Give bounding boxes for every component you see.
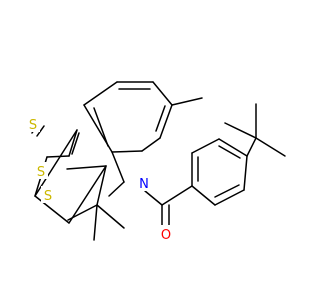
bond [93, 107, 109, 147]
atom-label: N [139, 177, 149, 192]
atom-sulfur-ring-2: S [41, 186, 55, 204]
bond [214, 184, 240, 198]
atom-label: S [44, 189, 52, 204]
bond [224, 122, 257, 139]
bonds [31, 81, 286, 241]
bond [161, 185, 193, 206]
bond [71, 132, 80, 155]
bond [171, 97, 203, 106]
bond [67, 204, 98, 221]
bond [191, 185, 216, 206]
bond [191, 138, 220, 154]
bond [83, 81, 118, 106]
bond [255, 137, 286, 157]
bond [218, 145, 241, 159]
bond [36, 125, 45, 137]
atom-labels: S S S N O [26, 115, 174, 243]
bond [96, 204, 125, 229]
molecule-structure: S S S N O [26, 81, 286, 243]
bond [152, 81, 173, 106]
bond [66, 165, 107, 170]
bond [218, 138, 248, 157]
bond [93, 204, 98, 241]
bond [111, 150, 143, 153]
atom-label: S [29, 118, 37, 133]
bond [155, 105, 166, 132]
bond [243, 155, 248, 191]
atom-label: S [37, 165, 45, 180]
bond [96, 165, 107, 206]
atom-label: O [161, 228, 171, 243]
bond [111, 151, 125, 183]
bond [144, 190, 163, 206]
bond [214, 189, 245, 206]
atom-sulfur-thione: S [26, 115, 40, 133]
bond [68, 165, 107, 224]
bond [34, 129, 78, 197]
bond [108, 181, 125, 197]
bond [246, 137, 257, 157]
atom-sulfur-ring-1: S [34, 162, 48, 180]
bond [46, 155, 70, 158]
bond [159, 104, 173, 139]
bond [34, 195, 70, 224]
atom-nitrogen: N [136, 174, 152, 192]
bond [141, 137, 161, 152]
atom-oxygen: O [158, 225, 174, 243]
bond [68, 129, 78, 157]
